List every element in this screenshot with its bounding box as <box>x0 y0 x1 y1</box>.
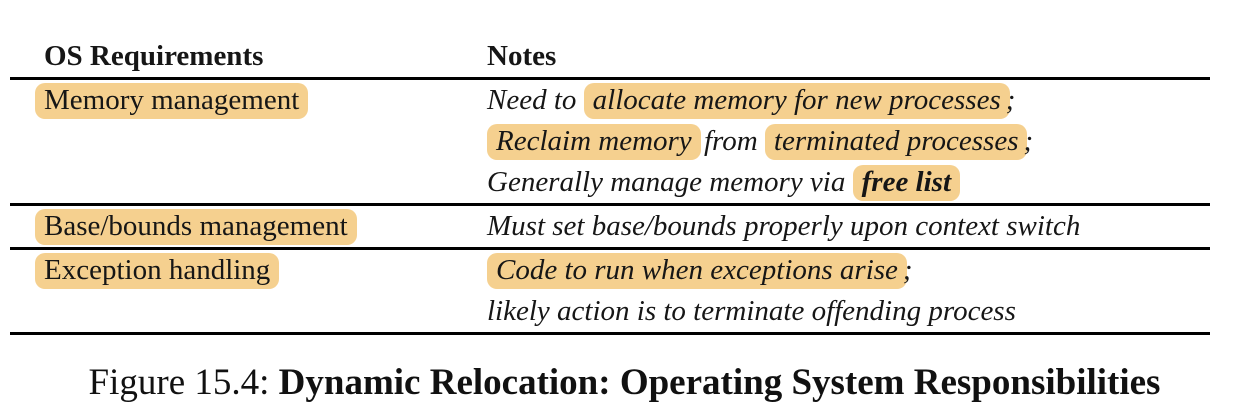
col-header-notes: Notes <box>487 40 557 72</box>
requirement-label-memory-management: Memory management <box>35 83 309 119</box>
note-segment: likely action is to terminate offending … <box>487 295 1016 327</box>
note-line: Code to run when exceptions arise; <box>487 250 1210 291</box>
table-row-memory-management: Memory management Need to allocate memor… <box>10 80 1210 206</box>
os-responsibilities-table: OS Requirements Notes Memory management … <box>10 36 1210 335</box>
note-segment-highlighted: terminated processes <box>764 124 1028 160</box>
note-segment: from <box>696 125 765 157</box>
note-line: Reclaim memory from terminated processes… <box>487 121 1210 162</box>
notes-cell: Code to run when exceptions arise; likel… <box>453 250 1210 332</box>
note-segment-highlighted: Code to run when exceptions arise <box>487 253 907 289</box>
figure-caption: Figure 15.4: Dynamic Relocation: Operati… <box>0 361 1249 405</box>
note-segment-highlighted: allocate memory for new processes <box>583 83 1010 119</box>
note-segment: ; <box>902 254 913 286</box>
requirement-cell: Base/bounds management <box>10 206 453 247</box>
caption-prefix: Figure 15.4: <box>88 362 279 403</box>
table-row-exception-handling: Exception handling Code to run when exce… <box>10 250 1210 335</box>
requirement-cell: Memory management <box>10 80 453 203</box>
note-line: Must set base/bounds properly upon conte… <box>487 206 1210 247</box>
note-segment: ; <box>1005 84 1016 116</box>
notes-cell: Must set base/bounds properly upon conte… <box>453 206 1210 247</box>
requirement-cell: Exception handling <box>10 250 453 332</box>
requirement-label-exception-handling: Exception handling <box>35 253 280 289</box>
table-row-base-bounds-management: Base/bounds management Must set base/bou… <box>10 206 1210 250</box>
note-segment: Generally manage memory via <box>487 166 853 198</box>
notes-cell: Need to allocate memory for new processe… <box>453 80 1210 203</box>
note-segment: Must set base/bounds properly upon conte… <box>487 210 1081 242</box>
requirement-label-base-bounds-management: Base/bounds management <box>35 209 357 245</box>
note-segment: Need to <box>487 84 584 116</box>
note-segment-highlighted-bold: free list <box>852 165 961 201</box>
col-header-os-requirements: OS Requirements <box>44 40 264 72</box>
note-line: likely action is to terminate offending … <box>487 291 1210 332</box>
note-line: Need to allocate memory for new processe… <box>487 80 1210 121</box>
note-segment-highlighted: Reclaim memory <box>487 124 701 160</box>
caption-title: Dynamic Relocation: Operating System Res… <box>278 362 1161 403</box>
note-line: Generally manage memory via free list <box>487 162 1210 203</box>
table-header-row: OS Requirements Notes <box>10 36 1210 80</box>
note-segment: ; <box>1023 125 1034 157</box>
